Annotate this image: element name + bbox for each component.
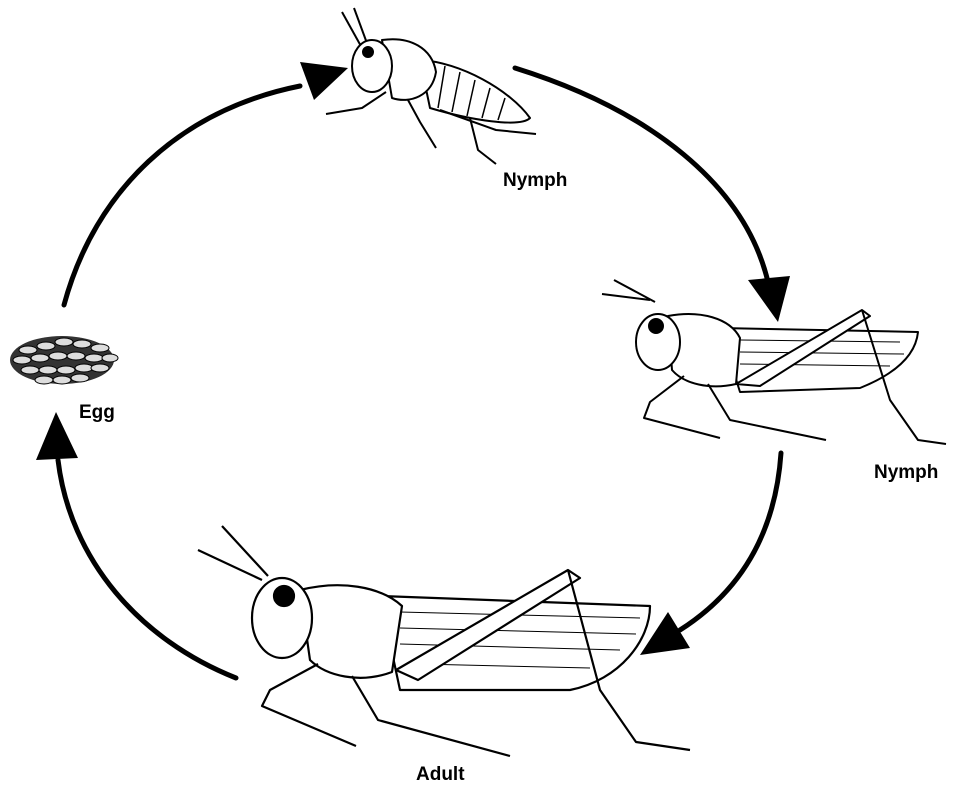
label-nymph-large: Nymph [874, 462, 938, 484]
label-adult: Adult [416, 764, 465, 786]
arrow-nymph-to-nymph-head [748, 276, 790, 322]
arrow-adult-to-egg-head [36, 412, 78, 460]
label-nymph-small: Nymph [503, 170, 567, 192]
arrow-egg-to-nymph-head [300, 62, 348, 100]
arrow-egg-to-nymph [64, 86, 300, 305]
arrow-adult-to-egg [58, 460, 236, 678]
egg-cluster-illustration [10, 336, 118, 384]
adult-illustration [198, 526, 690, 756]
label-egg: Egg [79, 402, 115, 424]
arrow-nymph-to-adult [680, 453, 781, 630]
nymph-small-illustration [326, 8, 536, 164]
